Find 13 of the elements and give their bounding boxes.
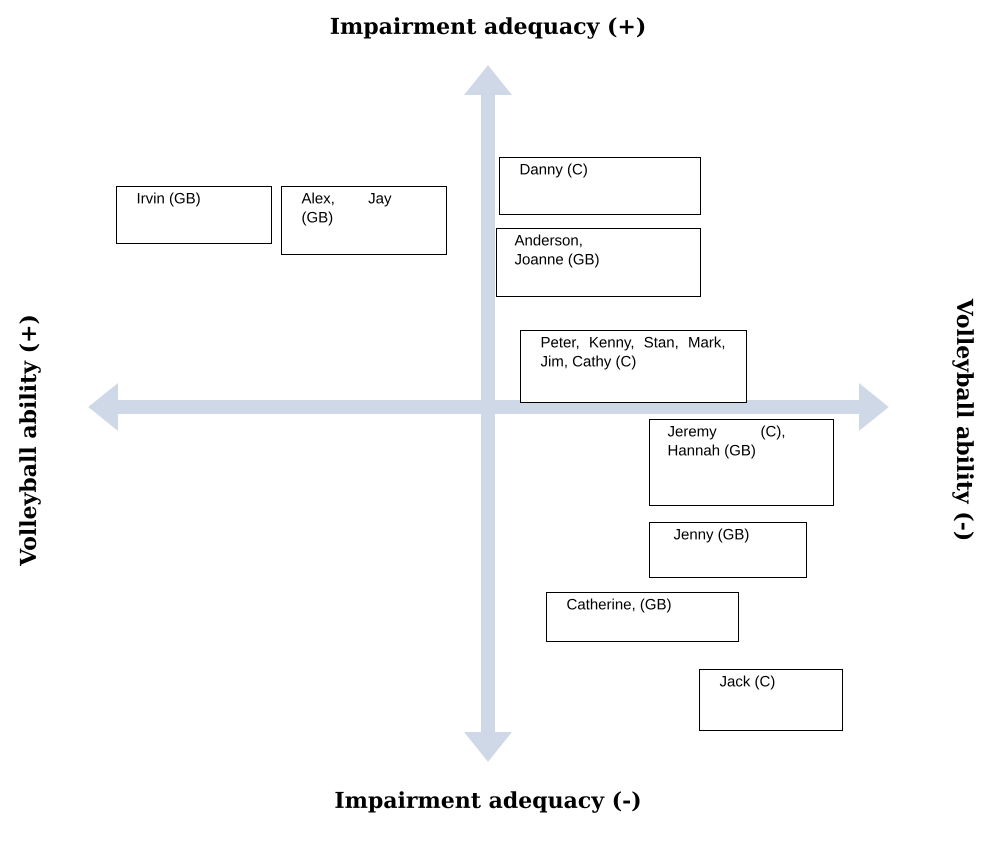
name-box: Peter, Kenny, Stan, Mark, Jim, Cathy (C)	[520, 330, 747, 403]
axis-label: Volleyball ability (+)	[19, 316, 41, 566]
axis-label: Volleyball ability (-)	[952, 298, 974, 540]
name-box: Irvin (GB)	[116, 186, 272, 244]
name-box: Danny (C)	[499, 157, 701, 215]
name-box: Anderson, Joanne (GB)	[496, 228, 701, 297]
axis-label: Impairment adequacy (+)	[330, 17, 644, 39]
name-box: Catherine, (GB)	[546, 592, 739, 642]
name-box: Jack (C)	[699, 669, 843, 731]
axis-label: Impairment adequacy (-)	[335, 791, 640, 813]
name-box: Jenny (GB)	[649, 522, 807, 578]
name-box: Alex, Jay (GB)	[281, 186, 447, 255]
name-box: Jeremy (C), Hannah (GB)	[649, 419, 834, 506]
